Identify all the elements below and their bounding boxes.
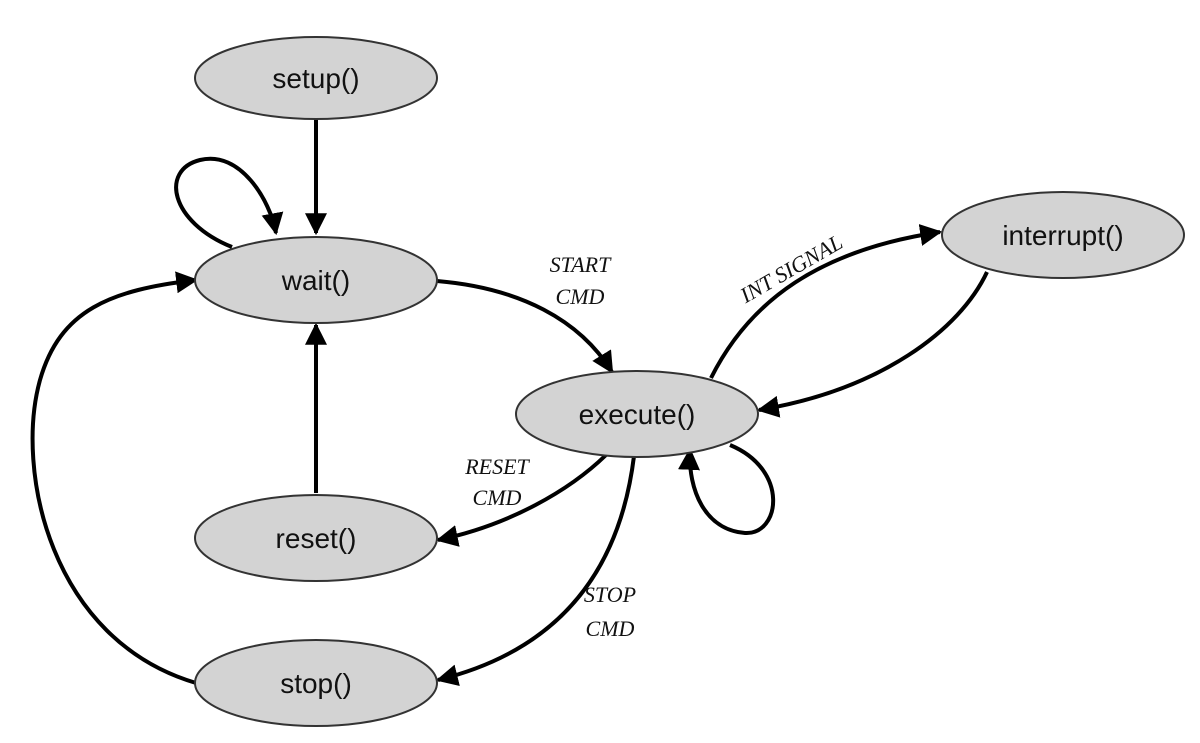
node-reset-label: reset() — [276, 523, 357, 554]
edge-label-int-signal: INT SIGNAL — [735, 229, 847, 308]
node-reset: reset() — [194, 494, 438, 582]
node-execute-label: execute() — [579, 399, 696, 430]
edge-label-stop-cmd: STOP CMD — [584, 582, 636, 641]
edge-label-start-line1: START — [550, 252, 612, 277]
edge-label-reset-line1: RESET — [464, 454, 530, 479]
edge-label-reset-cmd: RESET CMD — [464, 454, 530, 510]
node-stop-label: stop() — [280, 668, 352, 699]
node-wait-shape — [194, 236, 438, 324]
edge-label-start-line2: CMD — [556, 284, 605, 309]
edge-label-reset-line2: CMD — [473, 485, 522, 510]
node-execute: execute() — [515, 370, 759, 458]
edge-execute-self-loop — [678, 443, 776, 536]
edge-label-stop-line2: CMD — [586, 616, 635, 641]
edge-execute-to-stop — [435, 455, 636, 686]
edge-label-stop-line1: STOP — [584, 582, 636, 607]
edge-execute-to-reset — [435, 453, 608, 547]
edge-stop-to-wait — [30, 271, 199, 685]
node-stop-shape — [194, 639, 438, 727]
edge-label-start-cmd: START CMD — [550, 252, 612, 309]
node-setup-label: setup() — [272, 63, 359, 94]
node-reset-shape — [194, 494, 438, 582]
node-stop: stop() — [194, 639, 438, 727]
node-setup: setup() — [194, 36, 438, 120]
node-interrupt-label: interrupt() — [1002, 220, 1123, 251]
node-setup-shape — [194, 36, 438, 120]
edge-execute-to-interrupt — [709, 224, 943, 379]
node-interrupt: interrupt() — [941, 191, 1185, 279]
node-execute-shape — [515, 370, 759, 458]
edge-wait-self-loop — [174, 156, 284, 249]
edge-wait-to-execute — [436, 279, 614, 374]
node-wait: wait() — [194, 236, 438, 324]
node-interrupt-shape — [941, 191, 1185, 279]
node-wait-label: wait() — [281, 265, 350, 296]
edge-interrupt-to-execute — [756, 271, 989, 418]
edges — [30, 118, 989, 686]
